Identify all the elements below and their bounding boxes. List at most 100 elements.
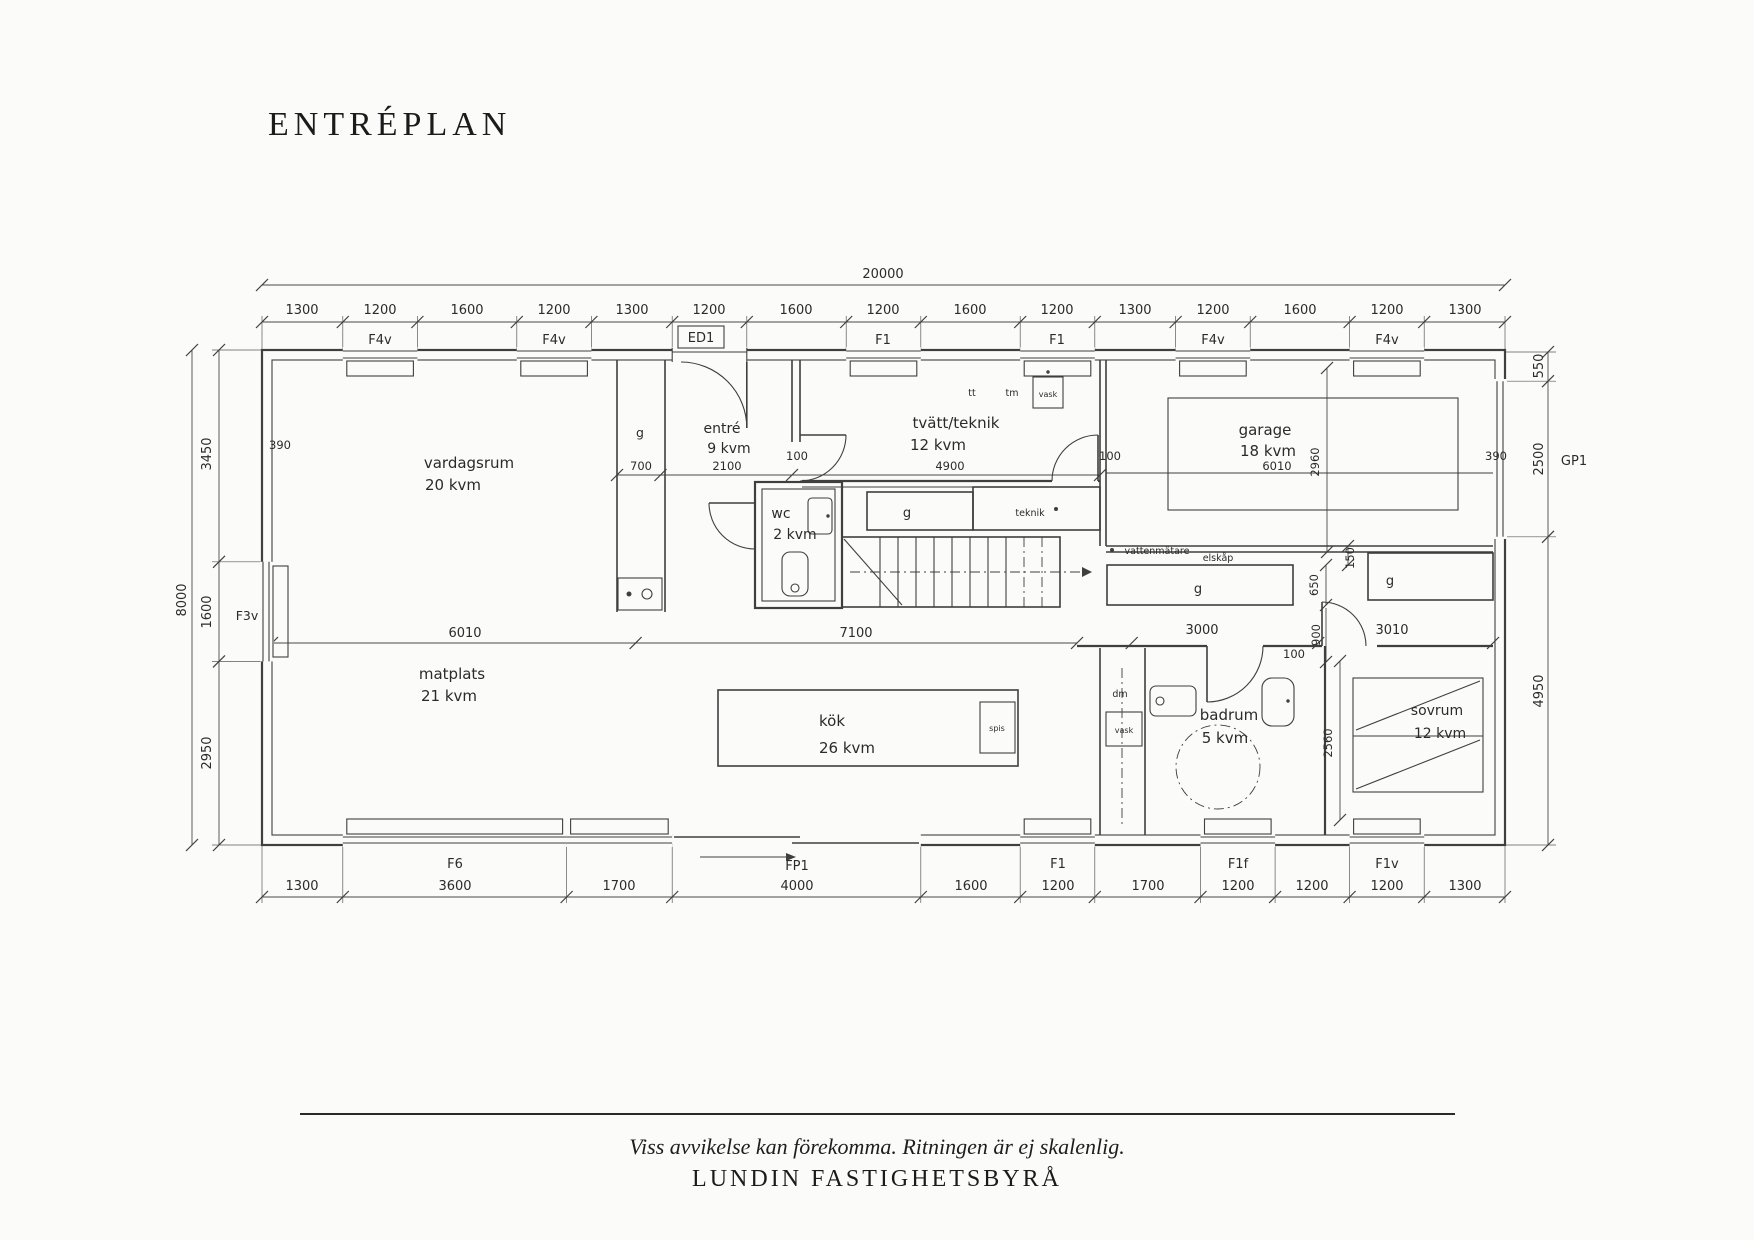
room-labels: vardagsrum 20 kvm matplats 21 kvm entré … <box>419 414 1466 757</box>
dimension-text-left: 8000 3450 1600 2950 F3v 390 <box>175 437 291 769</box>
window-f4v-3 <box>1175 347 1251 377</box>
top-windows <box>342 325 1425 429</box>
dim-garage-width: 6010 <box>1262 459 1291 473</box>
kitchen-island <box>717 689 1019 767</box>
window-f6 <box>342 818 567 847</box>
window-label-f4v-4: F4v <box>1375 333 1399 348</box>
sliding-door-fp1 <box>672 833 921 861</box>
sink-kok-label: vask <box>1115 726 1134 735</box>
dim-top-7: 1200 <box>866 303 899 318</box>
dim-offset-150: 150 <box>1343 547 1357 569</box>
dim-left-2: 2950 <box>200 736 215 769</box>
water-meter-label: vattenmätare <box>1125 546 1190 557</box>
dim-bottom-1: 3600 <box>438 879 471 894</box>
extension-lines <box>212 316 1556 903</box>
closet-g-corridor: g <box>903 506 911 521</box>
window-label-f1-2: F1 <box>1049 333 1065 348</box>
dim-mid-1: 7100 <box>839 626 872 641</box>
dim-bottom-4: 1600 <box>954 879 987 894</box>
dim-opening-900: 900 <box>1309 624 1323 646</box>
dimension-lines <box>191 284 1549 898</box>
dim-mid-2: 3000 <box>1185 623 1218 638</box>
room-sovrum: sovrum <box>1411 703 1463 719</box>
dim-gap-tvatt: 100 <box>1099 449 1121 463</box>
washer-tm-label: tm <box>1006 388 1019 399</box>
room-garage-area: 18 kvm <box>1240 442 1296 460</box>
dim-total-width: 20000 <box>862 267 903 282</box>
door-label-ed1: ED1 <box>688 331 715 346</box>
room-tvatt-teknik: tvätt/teknik <box>913 414 1000 432</box>
dim-right-0: 550 <box>1532 354 1547 379</box>
window-f1-1 <box>846 347 921 377</box>
dim-entre-width: 2100 <box>712 459 741 473</box>
dim-top-3: 1200 <box>537 303 570 318</box>
bottom-windows <box>342 818 1425 861</box>
room-matplats-area: 21 kvm <box>421 687 477 705</box>
dim-mid-0: 6010 <box>448 626 481 641</box>
window-label-f1-3: F1 <box>1050 857 1066 872</box>
dim-offset-left: 390 <box>269 438 291 452</box>
outer-walls <box>260 348 1507 847</box>
dimension-text-bottom: F6 FP1 F1 F1f F1v 1300 3600 1700 4000 16… <box>285 857 1481 894</box>
dim-right-1: 2500 <box>1532 442 1547 475</box>
window-f1f <box>1200 818 1276 847</box>
window-label-f3v: F3v <box>236 608 259 623</box>
window-label-f4v-1: F4v <box>368 333 392 348</box>
tick-marks <box>185 278 1555 904</box>
dim-top-1: 1200 <box>363 303 396 318</box>
dim-top-14: 1300 <box>1448 303 1481 318</box>
door-label-gp1: GP1 <box>1561 454 1587 469</box>
door-label-fp1: FP1 <box>785 859 809 874</box>
window-f1-2 <box>1020 347 1095 377</box>
bathroom-fixtures <box>1149 677 1295 810</box>
window-f4v-1 <box>342 347 418 377</box>
dimension-text-mid: 6010 7100 3000 3010 <box>448 623 1408 641</box>
dim-top-11: 1200 <box>1196 303 1229 318</box>
interior-walls <box>616 360 1494 835</box>
window-2 <box>566 818 673 847</box>
room-kok-area: 26 kvm <box>819 739 875 757</box>
window-label-f1f: F1f <box>1228 857 1249 872</box>
dim-top-9: 1200 <box>1040 303 1073 318</box>
electrical-cabinet-label: elskåp <box>1203 553 1234 564</box>
fixture-labels: g g g g teknik tt tm vask dm vask spis v… <box>636 388 1394 735</box>
dim-top-13: 1200 <box>1370 303 1403 318</box>
entry-door-ed1 <box>671 325 748 429</box>
dim-bottom-9: 1200 <box>1370 879 1403 894</box>
dim-left-0: 3450 <box>200 437 215 470</box>
page-title: ENTRÉPLAN <box>268 106 512 143</box>
room-vardagsrum-area: 20 kvm <box>425 476 481 494</box>
dim-bottom-3: 4000 <box>780 879 813 894</box>
room-badrum: badrum <box>1200 706 1259 724</box>
dryer-tt-label: tt <box>968 388 976 399</box>
window-f1v <box>1349 818 1425 847</box>
dim-gap-entre: 100 <box>786 449 808 463</box>
dim-garage-depth: 2960 <box>1308 447 1322 476</box>
dim-top-8: 1600 <box>953 303 986 318</box>
room-vardagsrum: vardagsrum <box>424 454 514 472</box>
closet-g-strip: g <box>636 425 644 440</box>
room-kok: kök <box>819 712 845 730</box>
dimension-text-top: 20000 1300 1200 1600 1200 1300 1200 1600… <box>285 267 1481 348</box>
dim-badrum-height: 2560 <box>1321 728 1335 757</box>
bedroom-bed <box>1352 677 1484 793</box>
dim-bottom-6: 1700 <box>1131 879 1164 894</box>
laundry-appliances <box>1032 370 1064 409</box>
dim-bottom-7: 1200 <box>1221 879 1254 894</box>
room-badrum-area: 5 kvm <box>1202 729 1249 747</box>
dim-right-2: 4950 <box>1532 674 1547 707</box>
dim-top-10: 1300 <box>1118 303 1151 318</box>
window-f1-3 <box>1020 818 1095 847</box>
dim-bottom-2: 1700 <box>602 879 635 894</box>
dim-top-2: 1600 <box>450 303 483 318</box>
dim-total-height: 8000 <box>175 583 190 616</box>
window-label-f1v: F1v <box>1375 857 1399 872</box>
dimension-text-right: 550 2500 4950 GP1 390 <box>1485 354 1587 708</box>
teknik-label: teknik <box>1015 508 1045 519</box>
dishwasher-dm-label: dm <box>1112 689 1127 700</box>
dim-bottom-10: 1300 <box>1448 879 1481 894</box>
closet-g-right: g <box>1386 574 1394 589</box>
dim-top-6: 1600 <box>779 303 812 318</box>
